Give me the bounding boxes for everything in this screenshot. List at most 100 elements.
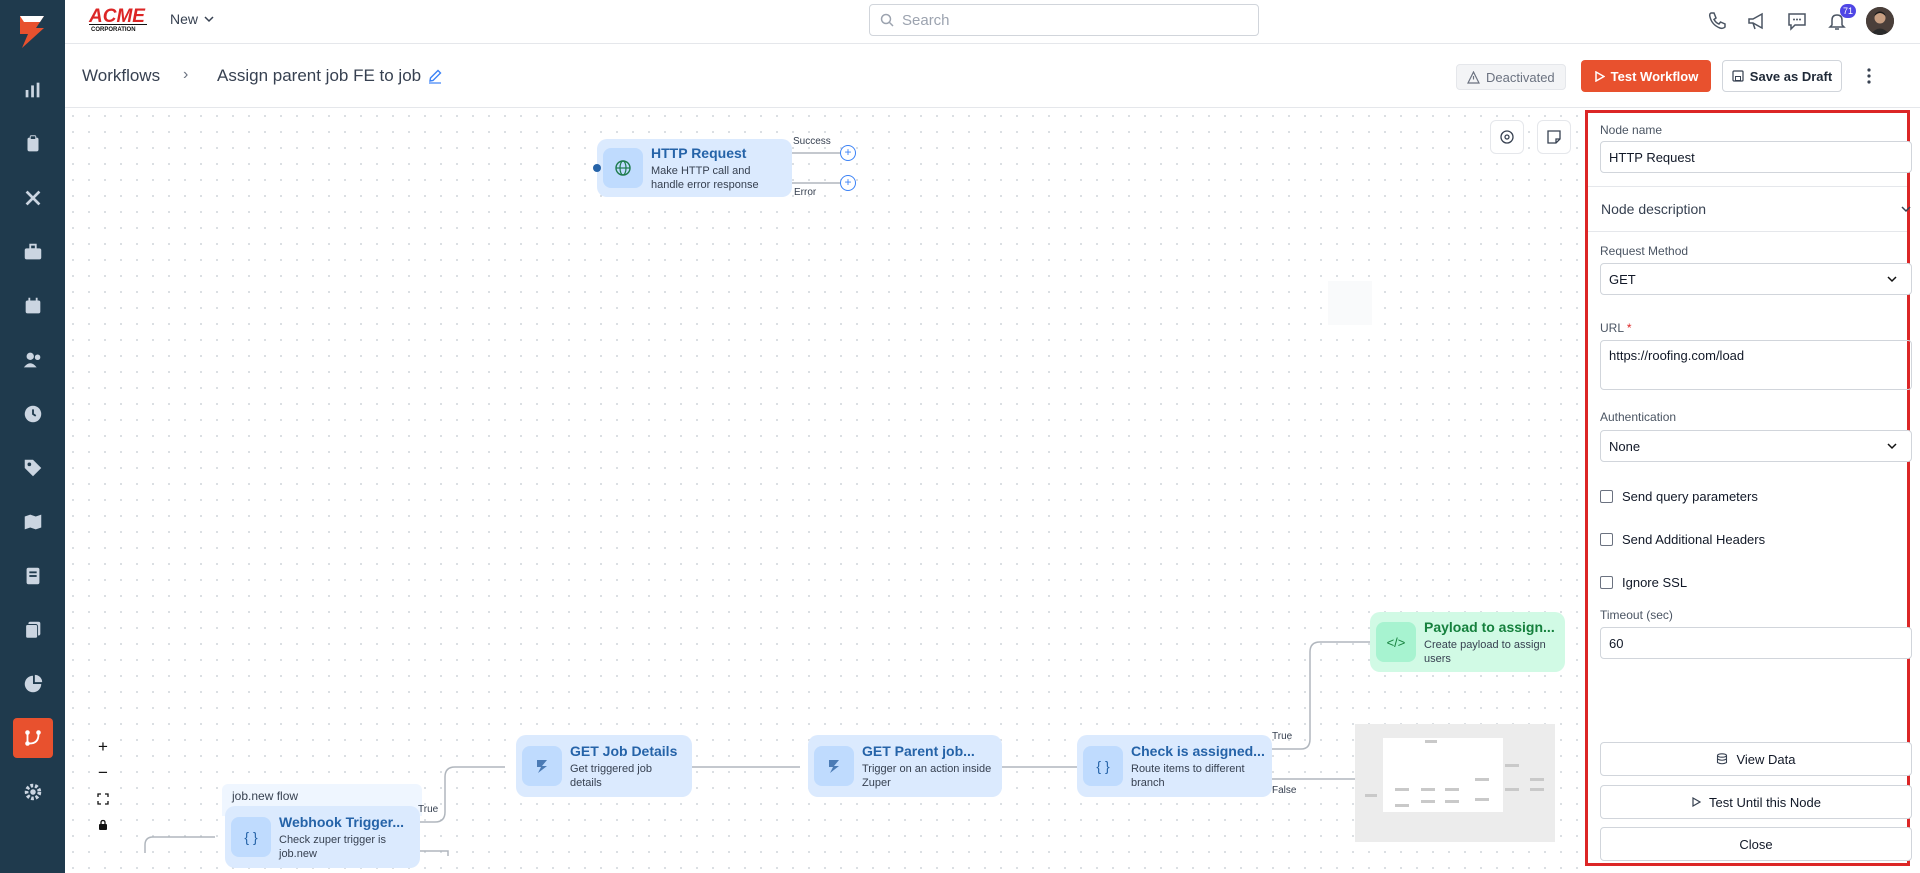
more-options-icon[interactable] [1861,66,1877,86]
test-until-node-button[interactable]: Test Until this Node [1600,785,1912,819]
node-description-toggle[interactable]: Node description [1601,201,1911,217]
test-workflow-button[interactable]: Test Workflow [1581,60,1711,92]
nav-tools-icon[interactable] [13,178,53,218]
database-icon [1717,753,1728,765]
search-input[interactable] [902,11,1242,29]
user-avatar[interactable] [1866,7,1894,35]
search-icon [880,13,894,27]
play-icon [1594,70,1605,82]
zoom-out-button[interactable]: − [98,763,108,782]
status-label: Deactivated [1486,69,1555,85]
code-icon: </> [1376,622,1416,662]
nav-map-icon[interactable] [13,502,53,542]
url-textarea[interactable]: https://roofing.com/load [1600,340,1912,390]
chevron-down-icon [1887,276,1897,283]
send-headers-checkbox[interactable]: Send Additional Headers [1600,532,1765,547]
close-button[interactable]: Close [1600,827,1912,861]
node-description-label: Node description [1601,201,1707,217]
url-label-text: URL [1600,321,1624,335]
authentication-select[interactable]: None [1600,430,1912,462]
node-input-handle[interactable] [593,164,601,172]
fit-screen-button[interactable] [90,786,116,812]
breadcrumb-workflows[interactable]: Workflows [82,66,161,85]
send-query-checkbox[interactable]: Send query parameters [1600,489,1758,504]
svg-text:CORPORATION: CORPORATION [91,27,136,33]
authentication-label: Authentication [1600,410,1677,424]
node-check-is-assigned[interactable]: { } Check is assigned... Route items to … [1077,735,1272,797]
node-name-input[interactable]: HTTP Request [1600,141,1912,173]
nav-documents-icon[interactable] [13,610,53,650]
nav-clipboard-icon[interactable] [13,124,53,164]
zoom-in-button[interactable]: + [98,737,108,756]
view-data-button[interactable]: View Data [1600,742,1912,776]
node-webhook-trigger[interactable]: { } Webhook Trigger... Check zuper trigg… [225,806,420,868]
send-headers-label: Send Additional Headers [1622,532,1766,547]
checkbox-box[interactable] [1600,490,1613,503]
canvas-edges [144,152,1370,856]
ignore-ssl-checkbox[interactable]: Ignore SSL [1600,575,1687,590]
nav-calendar-icon[interactable] [13,286,53,326]
checkbox-box[interactable] [1600,533,1613,546]
add-node-error-button[interactable]: + [840,175,856,191]
timeout-label: Timeout (sec) [1600,608,1673,622]
nav-briefcase-icon[interactable] [13,232,53,272]
braces-icon: { } [231,817,271,857]
brand-logo[interactable]: ACME CORPORATION [87,5,151,33]
nav-invoice-icon[interactable] [13,556,53,596]
node-payload-to-assign[interactable]: </> Payload to assign... Create payload … [1370,612,1565,672]
zoom-controls: + − [90,734,116,838]
divider [1588,231,1907,232]
new-menu[interactable]: New [170,11,214,27]
megaphone-icon[interactable] [1746,10,1768,32]
notifications-button[interactable]: 71 [1826,4,1856,32]
nav-clock-icon[interactable] [13,394,53,434]
edit-pencil-icon[interactable] [427,68,443,84]
node-get-parent-job[interactable]: GET Parent job... Trigger on an action i… [808,735,1002,797]
nav-pie-chart-icon[interactable] [13,664,53,704]
notifications-badge: 71 [1839,4,1856,18]
nav-tag-icon[interactable] [13,448,53,488]
lock-button[interactable] [90,812,116,838]
node-get-job-details[interactable]: GET Job Details Get triggered job detail… [516,735,692,797]
divider [1588,186,1907,187]
url-label: URL * [1600,321,1632,335]
status-badge: Deactivated [1456,64,1566,90]
timeout-input[interactable]: 60 [1600,627,1912,659]
search-box[interactable] [869,4,1259,36]
request-method-select[interactable]: GET [1600,263,1912,295]
minimap-preview [1365,738,1544,812]
node-title: Payload to assign... [1424,618,1555,635]
nav-gear-icon[interactable] [13,772,53,812]
node-description: Route items to different branch [1131,762,1245,789]
nav-workflow-icon[interactable] [13,718,53,758]
notes-button[interactable] [1537,120,1571,154]
avatar-image [1866,7,1894,35]
nav-users-icon[interactable] [13,340,53,380]
phone-icon[interactable] [1706,10,1728,32]
page-header: Workflows › Assign parent job FE to job … [65,44,1920,108]
node-settings-panel: Node name HTTP Request Node description … [1585,110,1912,866]
chat-icon[interactable] [1786,10,1808,32]
request-method-label: Request Method [1600,244,1689,258]
edge-label-true: True [418,804,439,815]
zuper-bolt-icon [522,746,562,786]
test-until-node-label: Test Until this Node [1709,794,1821,810]
globe-icon [603,148,643,188]
canvas-minimap[interactable] [1355,724,1555,842]
add-node-success-button[interactable]: + [840,145,856,161]
checkbox-box[interactable] [1600,576,1613,589]
bell-icon [1828,14,1846,30]
fit-view-button[interactable] [1490,120,1524,154]
warning-icon [1467,70,1480,84]
node-description: Create payload to assign users [1424,638,1546,665]
node-http-request[interactable]: HTTP Request Make HTTP call and handle e… [597,139,792,197]
edge-label-success: Success [793,136,831,147]
page-title: Assign parent job FE to job [217,66,422,85]
nav-dashboard-icon[interactable] [13,70,53,110]
app-logo-icon[interactable] [14,12,50,52]
chevron-down-icon [1887,443,1897,450]
workflow-canvas[interactable]: HTTP Request Make HTTP call and handle e… [65,108,1585,873]
save-icon [1732,70,1744,82]
save-draft-button[interactable]: Save as Draft [1722,60,1842,92]
